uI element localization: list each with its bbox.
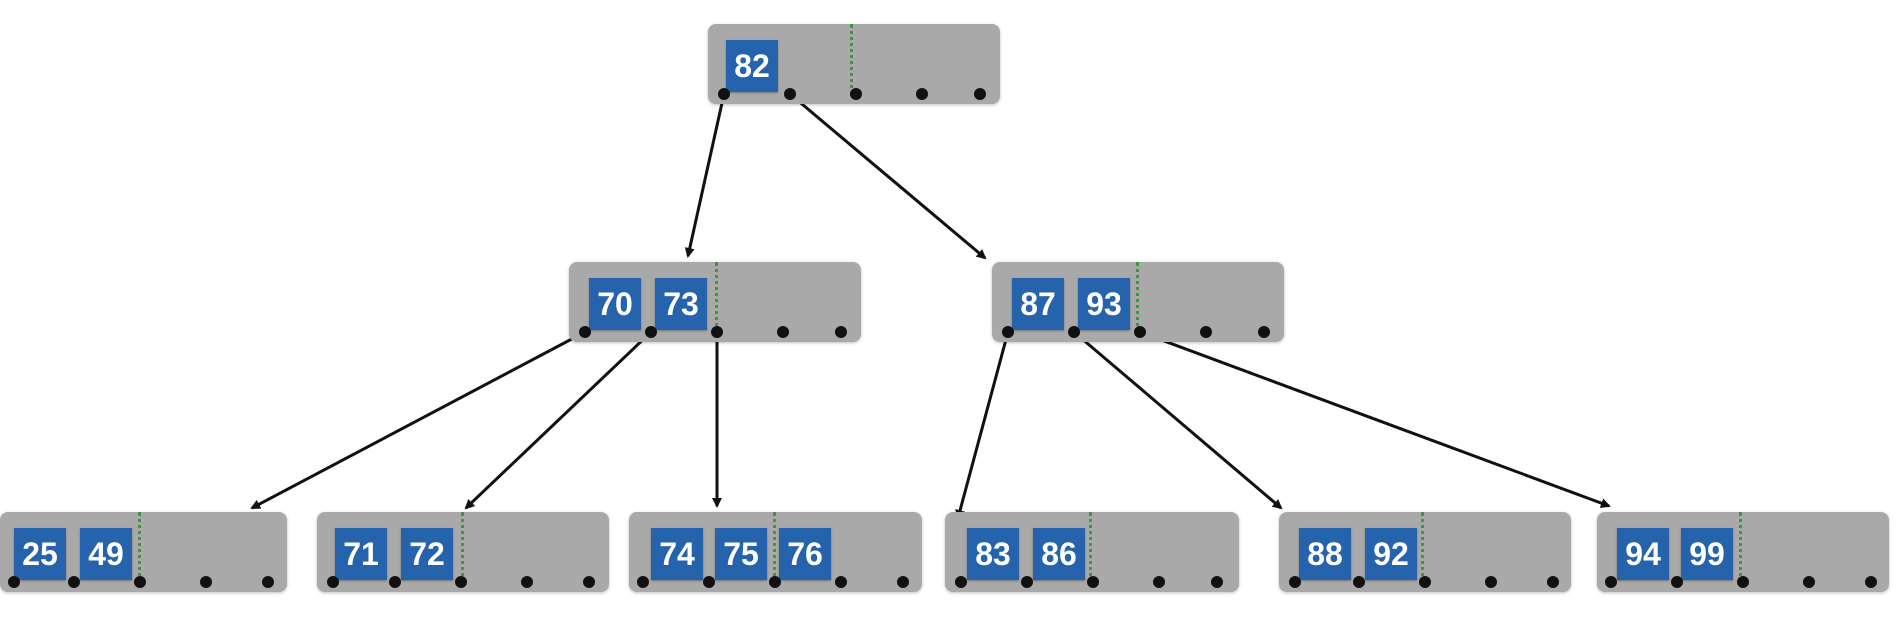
pointer-dot — [1211, 576, 1223, 588]
fill-divider — [1421, 512, 1424, 584]
key-box: 71 — [335, 528, 387, 580]
key-box: 87 — [1012, 278, 1064, 330]
key-box: 99 — [1681, 528, 1733, 580]
pointer-dot — [1419, 576, 1431, 588]
pointer-dot — [200, 576, 212, 588]
pointer-dot — [718, 88, 730, 100]
leaf-node: 88 92 — [1279, 512, 1571, 592]
child-pointer-arrow — [955, 331, 1010, 520]
pointer-dot — [1258, 326, 1270, 338]
pointer-dot — [784, 88, 796, 100]
fill-divider — [715, 262, 718, 334]
key-box: 25 — [14, 528, 66, 580]
child-pointer-arrow — [789, 92, 987, 260]
pointer-dot — [262, 576, 274, 588]
pointer-dot — [835, 326, 847, 338]
pointer-dot — [68, 576, 80, 588]
key-box: 49 — [80, 528, 132, 580]
internal-node: 70 73 — [569, 262, 861, 342]
fill-divider — [138, 512, 141, 584]
pointer-dot — [974, 88, 986, 100]
child-pointer-arrow — [684, 93, 726, 258]
pointer-dot — [1134, 326, 1146, 338]
pointer-dot — [1547, 576, 1559, 588]
pointer-dot — [955, 576, 967, 588]
key-box: 94 — [1617, 528, 1669, 580]
fill-divider — [850, 24, 853, 96]
pointer-dot — [1200, 326, 1212, 338]
pointer-dot — [711, 326, 723, 338]
key-box: 92 — [1365, 528, 1417, 580]
pointer-dot — [583, 576, 595, 588]
pointer-dot — [389, 576, 401, 588]
child-pointer-arrow — [464, 330, 653, 510]
leaf-node: 25 49 — [0, 512, 287, 592]
key-box: 82 — [726, 40, 778, 92]
pointer-dot — [850, 88, 862, 100]
key-box: 70 — [589, 278, 641, 330]
key-box: 83 — [967, 528, 1019, 580]
pointer-dot — [1002, 326, 1014, 338]
pointer-dot — [1289, 576, 1301, 588]
pointer-dot — [637, 576, 649, 588]
pointer-dot — [777, 326, 789, 338]
fill-divider — [461, 512, 464, 584]
pointer-dot — [703, 576, 715, 588]
leaf-node: 94 99 — [1597, 512, 1889, 592]
pointer-dot — [1671, 576, 1683, 588]
fill-divider — [1739, 512, 1742, 584]
leaf-node: 74 75 76 — [629, 512, 922, 592]
pointer-dot — [327, 576, 339, 588]
key-box: 73 — [655, 278, 707, 330]
child-pointer-arrow — [250, 330, 586, 510]
pointer-dot — [1737, 576, 1749, 588]
pointer-dot — [769, 576, 781, 588]
pointer-dot — [455, 576, 467, 588]
internal-node: 87 93 — [992, 262, 1284, 342]
key-box: 72 — [401, 528, 453, 580]
pointer-dot — [1485, 576, 1497, 588]
pointer-dot — [579, 326, 591, 338]
key-box: 74 — [651, 528, 703, 580]
pointer-dot — [835, 576, 847, 588]
pointer-dot — [8, 576, 20, 588]
pointer-dot — [897, 576, 909, 588]
pointer-dot — [916, 88, 928, 100]
child-pointer-arrow — [1139, 330, 1611, 508]
pointer-dot — [645, 326, 657, 338]
pointer-dot — [1021, 576, 1033, 588]
pointer-dot — [1068, 326, 1080, 338]
child-pointer-arrow — [1073, 330, 1283, 510]
leaf-node: 71 72 — [317, 512, 609, 592]
pointer-dot — [1087, 576, 1099, 588]
key-box: 88 — [1299, 528, 1351, 580]
root-node: 82 — [708, 24, 1000, 104]
leaf-node: 83 86 — [945, 512, 1239, 592]
key-box: 86 — [1033, 528, 1085, 580]
fill-divider — [1089, 512, 1092, 584]
fill-divider — [773, 512, 776, 584]
pointer-dot — [521, 576, 533, 588]
fill-divider — [1136, 262, 1139, 334]
pointer-dot — [134, 576, 146, 588]
pointer-dot — [1803, 576, 1815, 588]
pointer-dot — [1605, 576, 1617, 588]
pointer-dot — [1865, 576, 1877, 588]
pointer-dot — [1153, 576, 1165, 588]
pointer-dot — [1353, 576, 1365, 588]
key-box: 76 — [779, 528, 831, 580]
key-box: 93 — [1078, 278, 1130, 330]
key-box: 75 — [715, 528, 767, 580]
